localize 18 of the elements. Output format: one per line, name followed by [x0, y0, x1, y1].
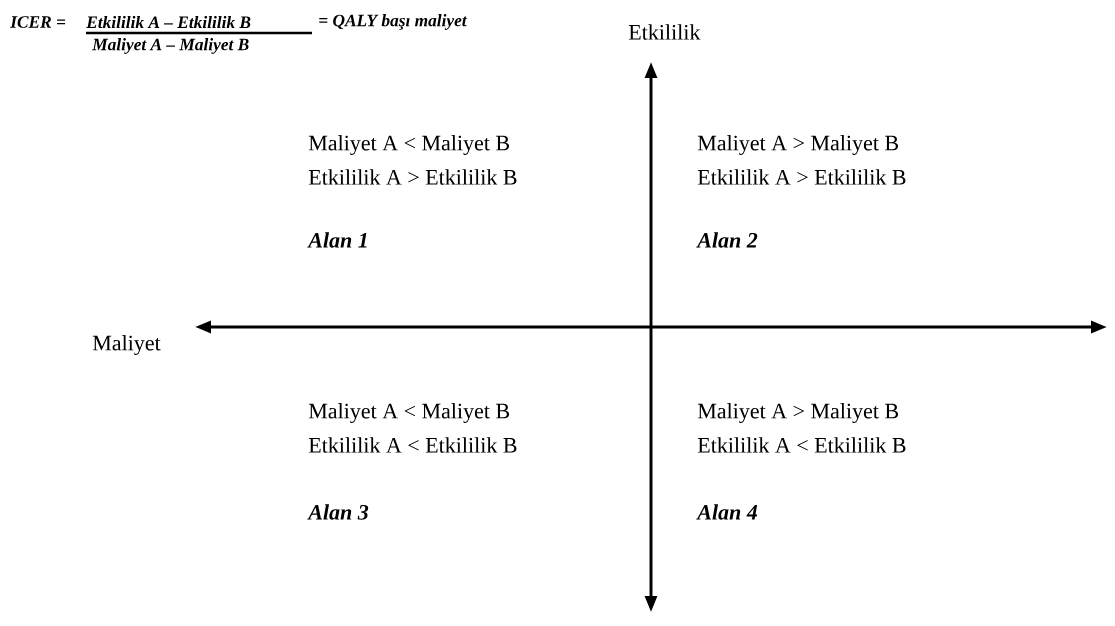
- quadrant-label: Alan 4: [696, 504, 758, 520]
- condition-text: Maliyet A > Maliyet B: [697, 403, 899, 423]
- formula-text: ICER =: [10, 16, 66, 28]
- quadrant-label: Alan 1: [307, 232, 367, 248]
- formula-denominator: Maliyet A – Maliyet B: [92, 38, 249, 54]
- axis-label: Etkililik: [628, 24, 701, 40]
- condition-text: Maliyet A < Maliyet B: [308, 135, 510, 155]
- condition-text: Etkililik A > Etkililik B: [308, 169, 517, 185]
- condition-text: Maliyet A > Maliyet B: [697, 135, 899, 155]
- formula-numerator: Etkililik A – Etkililik B: [86, 15, 251, 29]
- formula-text: = QALY başı maliyet: [319, 14, 468, 30]
- condition-text: Etkililik A < Etkililik B: [697, 437, 906, 453]
- quadrant-label: Alan 3: [307, 504, 369, 520]
- quadrant-label: Alan 2: [696, 232, 758, 248]
- condition-text: Etkililik A < Etkililik B: [308, 437, 517, 453]
- condition-text: Etkililik A > Etkililik B: [697, 169, 906, 185]
- axis-label: Maliyet: [92, 335, 161, 355]
- condition-text: Maliyet A < Maliyet B: [308, 403, 510, 423]
